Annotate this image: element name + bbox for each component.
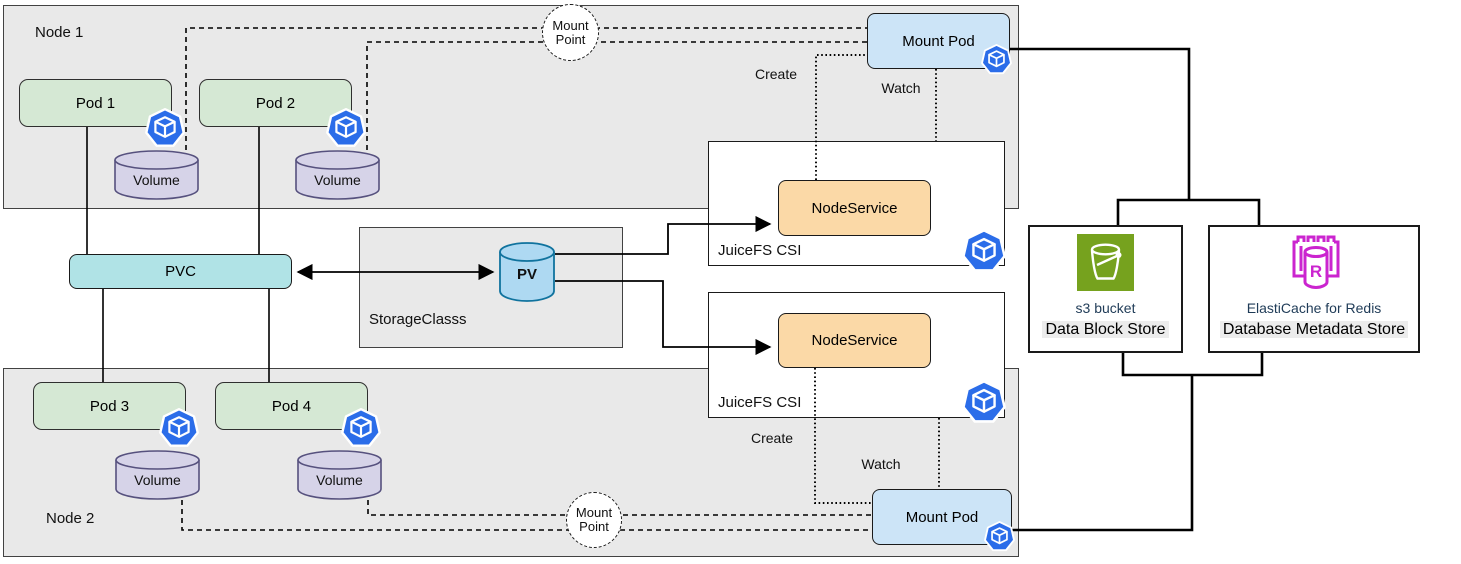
volume-1: Volume bbox=[114, 150, 199, 200]
watch-label-top: Watch bbox=[881, 80, 921, 96]
k8s-icon bbox=[341, 408, 381, 448]
s3-bucket-name: s3 bucket bbox=[1075, 300, 1136, 316]
volume-4: Volume bbox=[297, 450, 382, 500]
juicefs-csi-label-1: JuiceFS CSI bbox=[718, 242, 802, 259]
k8s-icon bbox=[981, 44, 1012, 75]
k8s-icon bbox=[962, 229, 1006, 273]
node-service-2-label: NodeService bbox=[811, 332, 898, 349]
s3-bucket-box: s3 bucket Data Block Store bbox=[1028, 225, 1183, 353]
elasticache-role: Database Metadata Store bbox=[1210, 321, 1418, 339]
pod-4-label: Pod 4 bbox=[271, 397, 312, 415]
volume-3-label: Volume bbox=[134, 472, 181, 488]
juicefs-csi-label-2: JuiceFS CSI bbox=[718, 394, 802, 411]
storage-class-label: StorageClasss bbox=[369, 311, 467, 328]
pod-1: Pod 1 bbox=[19, 79, 172, 127]
mount-pod-2-label: Mount Pod bbox=[905, 508, 979, 526]
s3-bucket-icon bbox=[1077, 234, 1134, 291]
mount-point-2-line1: Mount bbox=[575, 505, 613, 520]
k8s-icon bbox=[962, 380, 1006, 424]
k8s-icon bbox=[159, 408, 199, 448]
svg-text:R: R bbox=[1310, 262, 1322, 281]
s3-bucket-role: Data Block Store bbox=[1030, 321, 1181, 339]
elasticache-redis-icon: R bbox=[1284, 232, 1348, 292]
mount-point-1-line2: Point bbox=[555, 31, 586, 47]
mount-point-2-line2: Point bbox=[579, 519, 609, 534]
pvc-label: PVC bbox=[165, 263, 196, 280]
k8s-icon bbox=[145, 108, 185, 148]
pod-2-label: Pod 2 bbox=[255, 94, 296, 112]
node-service-1: NodeService bbox=[778, 180, 931, 236]
volume-1-label: Volume bbox=[133, 172, 180, 188]
k8s-icon bbox=[326, 108, 366, 148]
mount-pod-1-label: Mount Pod bbox=[902, 32, 975, 50]
node-service-1-label: NodeService bbox=[811, 199, 898, 217]
volume-4-label: Volume bbox=[316, 472, 363, 488]
mount-point-2: Mount Point bbox=[566, 492, 622, 548]
pod-1-label: Pod 1 bbox=[75, 94, 116, 112]
node2-label: Node 2 bbox=[46, 510, 95, 527]
pod-2: Pod 2 bbox=[199, 79, 352, 127]
volume-3: Volume bbox=[115, 450, 200, 500]
pv-cylinder: PV bbox=[499, 242, 555, 302]
node1-label: Node 1 bbox=[35, 24, 84, 41]
volume-2-label: Volume bbox=[314, 172, 361, 188]
watch-label-bottom: Watch bbox=[861, 456, 901, 472]
pv-label: PV bbox=[516, 266, 537, 283]
pod-3: Pod 3 bbox=[33, 382, 186, 430]
create-label-top: Create bbox=[754, 66, 798, 82]
mount-pod-2: Mount Pod bbox=[872, 489, 1012, 545]
mount-point-1: Mount Point bbox=[542, 4, 599, 61]
elasticache-box: R ElastiCache for Redis Database Metadat… bbox=[1208, 225, 1420, 353]
create-label-bottom: Create bbox=[750, 430, 794, 446]
mount-point-1-line1: Mount bbox=[552, 17, 589, 33]
volume-2: Volume bbox=[295, 150, 380, 200]
k8s-icon bbox=[984, 521, 1015, 552]
pod-3-label: Pod 3 bbox=[89, 397, 130, 415]
pod-4: Pod 4 bbox=[215, 382, 368, 430]
node-service-2: NodeService bbox=[778, 313, 931, 368]
storage-class-container: StorageClasss bbox=[359, 227, 623, 348]
pvc-box: PVC bbox=[69, 254, 292, 289]
elasticache-name: ElastiCache for Redis bbox=[1246, 300, 1382, 316]
